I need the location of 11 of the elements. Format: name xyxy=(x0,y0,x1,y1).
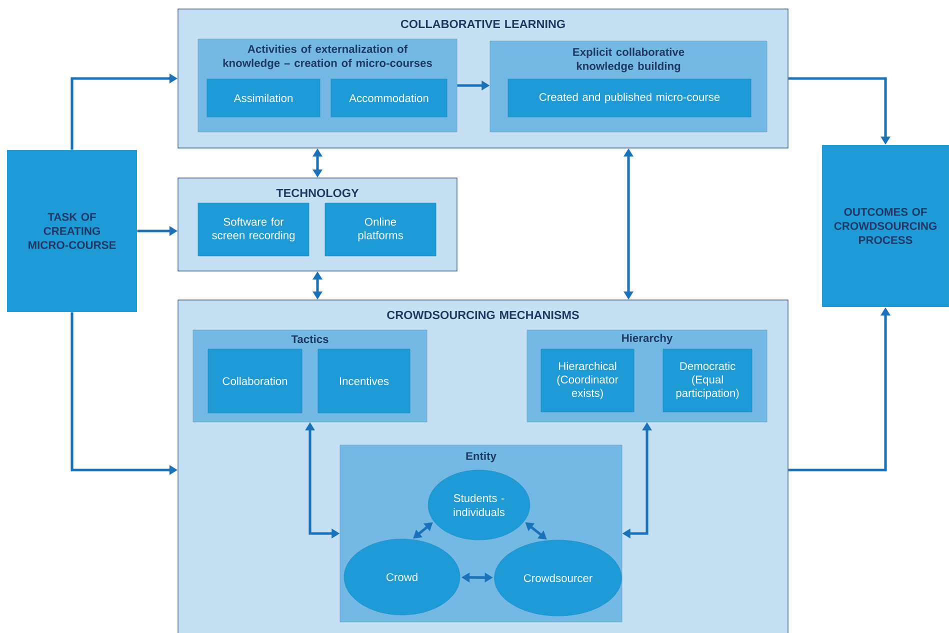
item-box: Incentives xyxy=(318,348,410,414)
item-box: Assimilation xyxy=(206,78,320,118)
process-box: TASK OF CREATING MICRO-COURSE xyxy=(7,150,137,312)
item-box: Software for screen recording xyxy=(198,202,310,256)
process-box: OUTCOMES OF CROWDSOURCING PROCESS xyxy=(822,145,949,307)
item-box: Hierarchical (Coordinator exists) xyxy=(540,348,634,412)
item-box: Online platforms xyxy=(324,202,436,256)
item-box: Created and published micro-course xyxy=(508,78,752,118)
item-box: Democratic (Equal participation) xyxy=(662,348,752,412)
item-box: Collaboration xyxy=(208,348,302,414)
item-box: Accommodation xyxy=(330,78,448,118)
